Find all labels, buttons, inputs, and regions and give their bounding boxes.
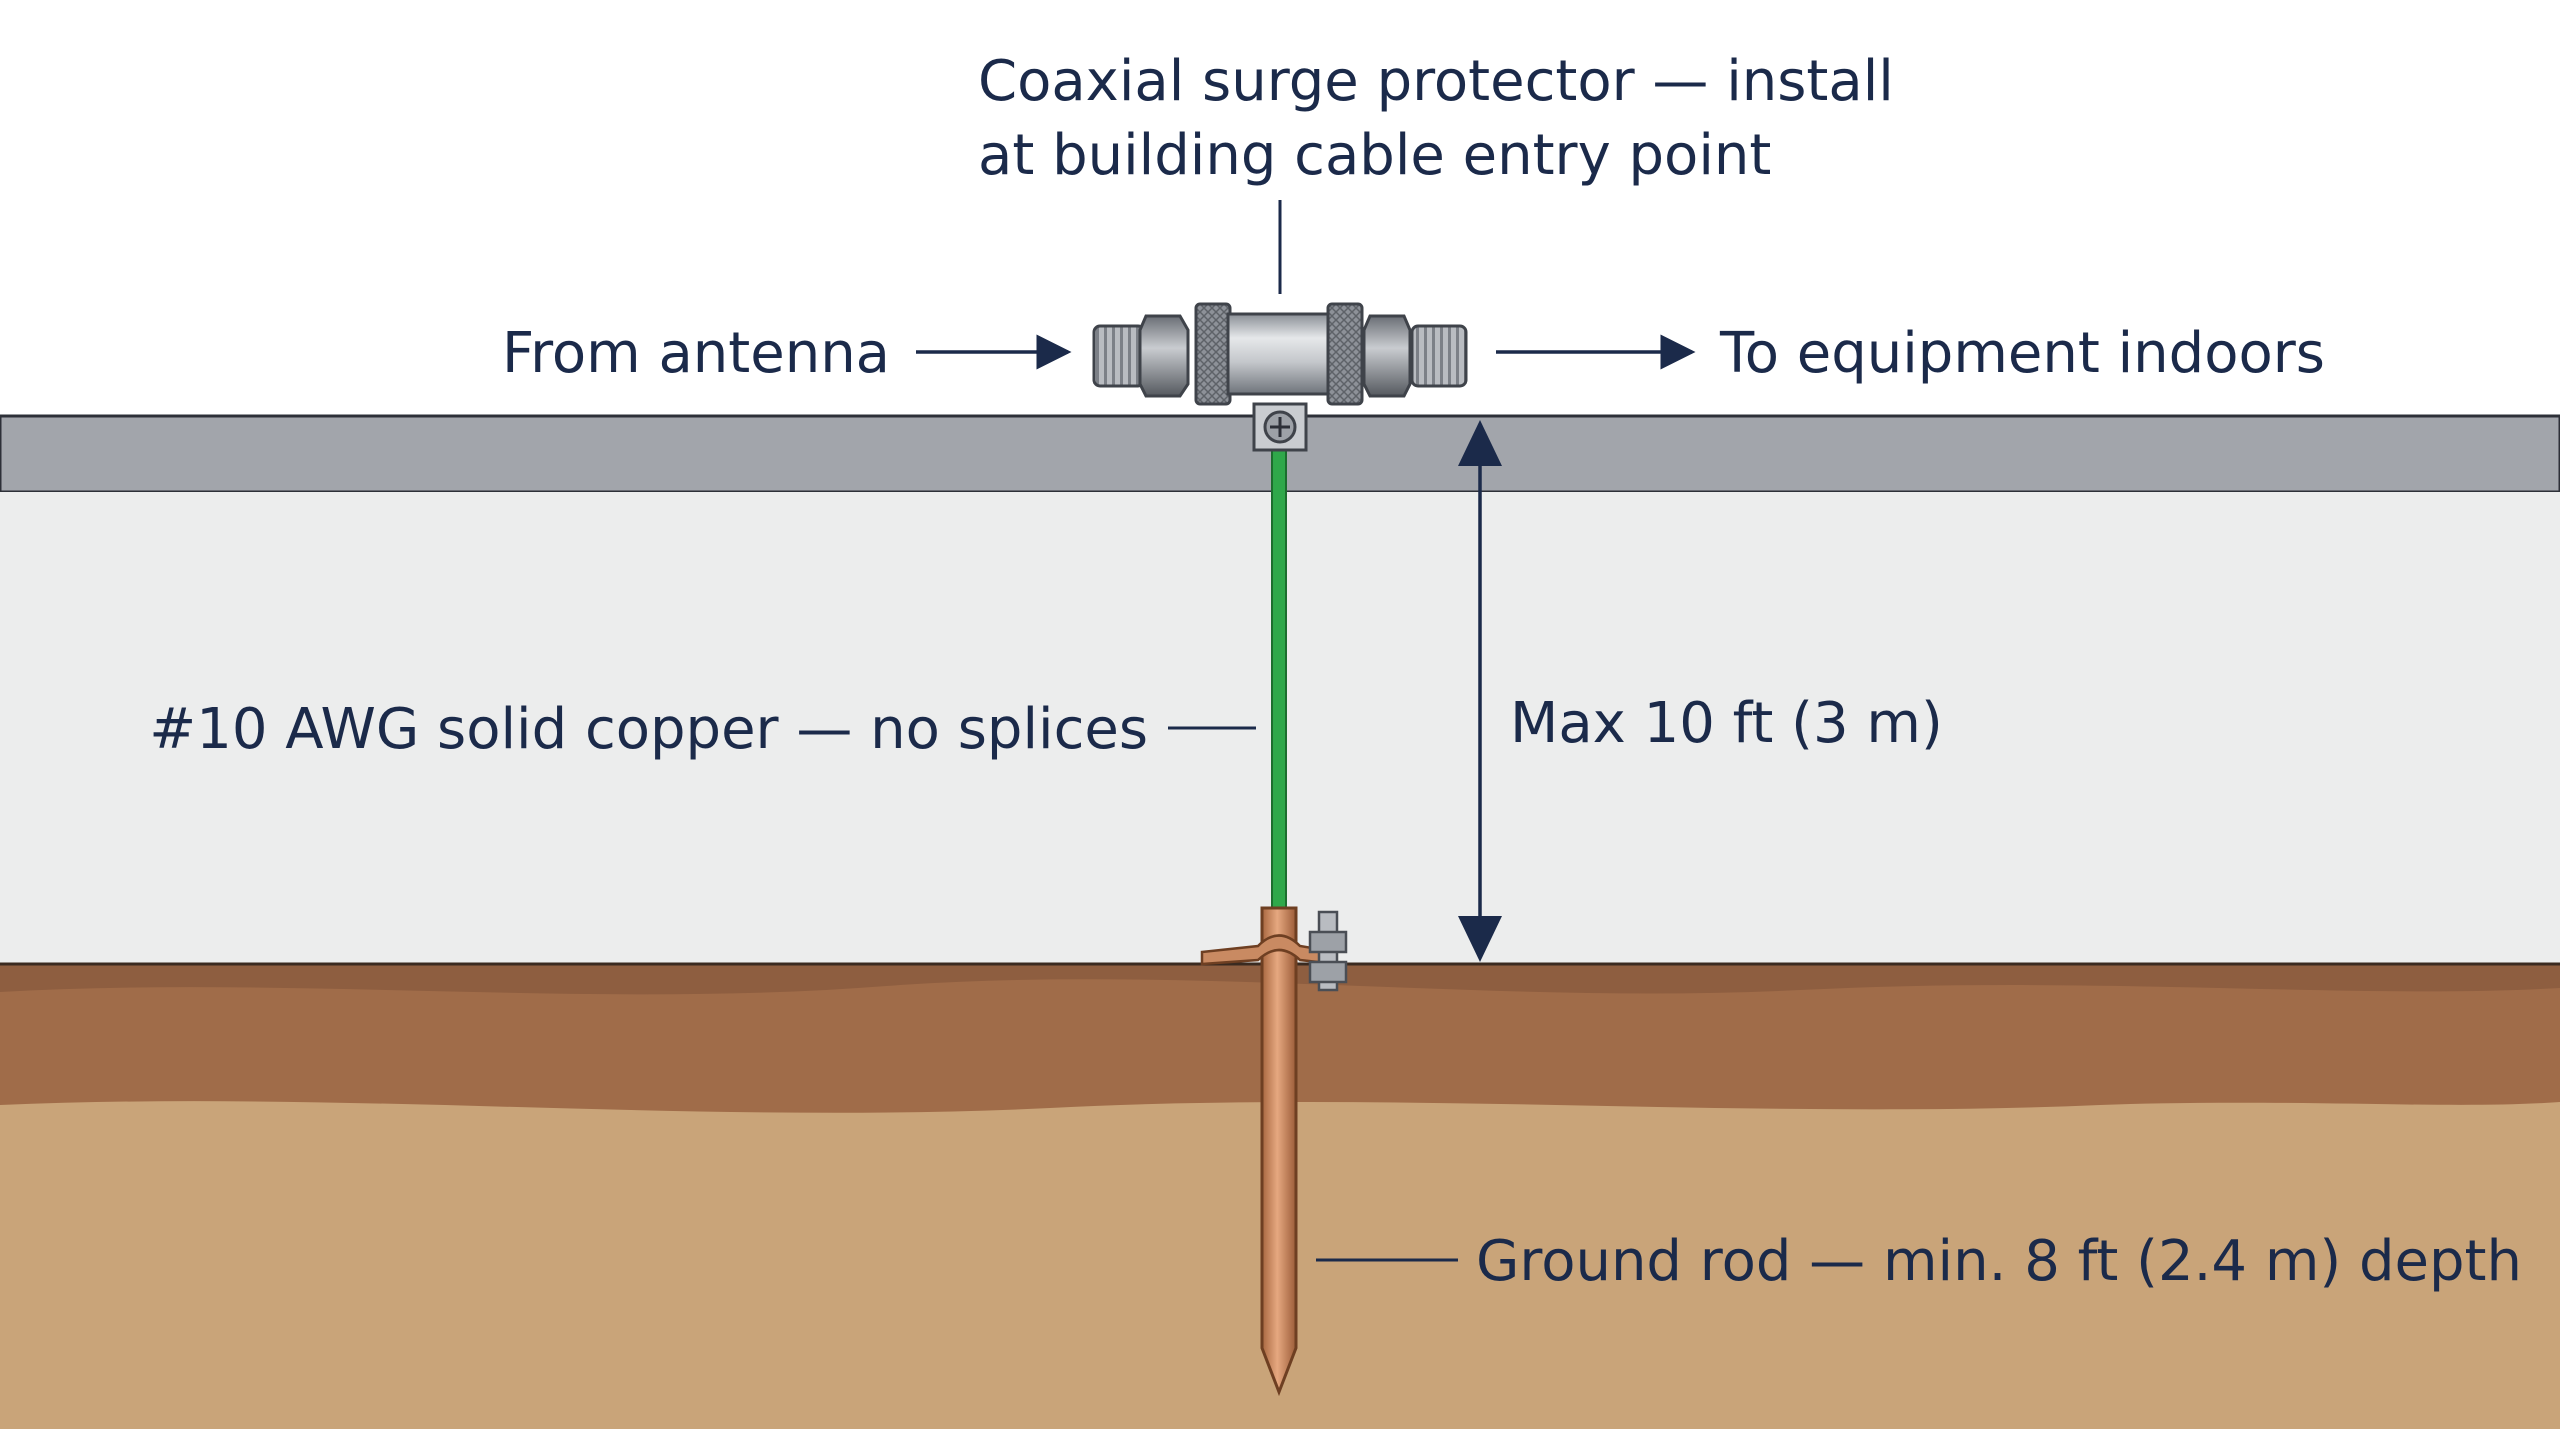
max-length-label: Max 10 ft (3 m)	[1510, 691, 1943, 756]
from-antenna-label: From antenna	[502, 321, 890, 386]
surge-protector-icon	[1092, 302, 1468, 452]
ground-rod-icon	[1260, 906, 1298, 1397]
ground-rod-label: Ground rod — min. 8 ft (2.4 m) depth	[1476, 1229, 2522, 1294]
surge-protector-label-line1: Coaxial surge protector — install	[978, 49, 1894, 114]
wire-label: #10 AWG solid copper — no splices	[149, 697, 1148, 762]
surge-protector-label-line2: at building cable entry point	[978, 123, 1771, 188]
ground-clamp-icon	[1200, 910, 1348, 992]
ground-wire	[1271, 449, 1287, 911]
double-arrow-icon	[1458, 420, 1502, 962]
to-equipment-label: To equipment indoors	[1719, 321, 2325, 386]
